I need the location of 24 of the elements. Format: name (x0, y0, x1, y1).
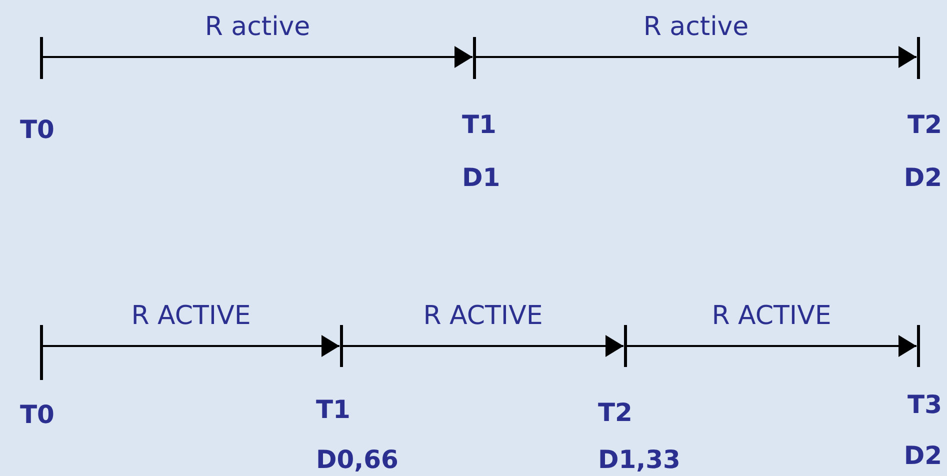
arrow (476, 46, 916, 68)
time-label: D2 (904, 443, 942, 469)
time-label: D1 (462, 165, 500, 191)
arrow (626, 335, 916, 357)
tick-mark (916, 37, 920, 79)
time-label: D2 (904, 165, 942, 191)
tick-mark (916, 325, 920, 367)
tick-mark (40, 325, 42, 380)
time-label: D1,33 (598, 447, 680, 473)
time-label: T0 (20, 117, 54, 143)
time-label: D0,66 (316, 447, 398, 473)
time-label: T3 (908, 392, 942, 418)
arrow (42, 335, 340, 357)
time-label: T2 (908, 112, 942, 138)
time-label: T1 (462, 112, 496, 138)
tick-mark (340, 325, 342, 367)
tick-mark (472, 37, 476, 79)
arrow (42, 46, 472, 68)
time-label: T0 (20, 402, 54, 428)
time-label: T1 (316, 397, 350, 423)
tick-mark (624, 325, 626, 367)
time-label: T2 (598, 400, 632, 426)
arrow (342, 335, 624, 357)
tick-mark (40, 37, 42, 79)
